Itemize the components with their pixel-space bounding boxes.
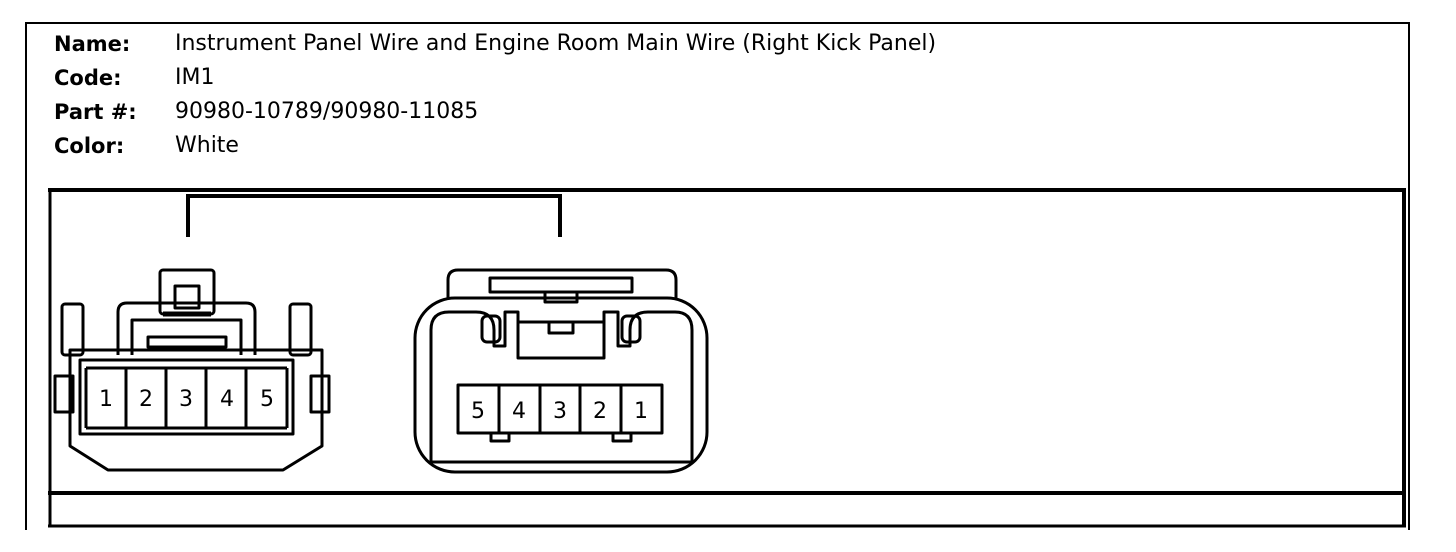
code-label: Code: — [54, 66, 122, 90]
right-connector — [413, 268, 709, 474]
left-pin-5-label: 5 — [260, 387, 274, 412]
right-connector-window-right — [620, 314, 642, 344]
right-connector-shell — [413, 296, 709, 474]
right-pin-3-label: 3 — [553, 399, 567, 424]
frame-left-border — [25, 22, 27, 530]
left-connector-latch-window — [173, 284, 201, 310]
left-pin-4-label: 4 — [220, 387, 234, 412]
part-number-value: 90980-10789/90980-11085 — [175, 99, 479, 124]
right-connector-key-right — [611, 431, 633, 443]
right-pin-4-label: 4 — [512, 399, 526, 424]
left-connector-pin-labels: 1 2 3 4 5 — [99, 387, 274, 412]
right-connector-window-left — [480, 314, 502, 344]
frame-right-border — [1408, 22, 1410, 530]
pairing-bracket — [186, 194, 562, 237]
right-pin-5-label: 5 — [471, 399, 485, 424]
left-pin-3-label: 3 — [179, 387, 193, 412]
left-connector-side-guide-right — [288, 302, 313, 357]
frame-top-border — [25, 22, 1410, 24]
right-connector-pin-housing — [456, 383, 664, 435]
right-pin-2-label: 2 — [593, 399, 607, 424]
right-connector-key-left — [489, 431, 511, 443]
left-connector-body — [68, 348, 324, 472]
right-pin-1-label: 1 — [634, 399, 648, 424]
part-number-label: Part #: — [54, 100, 137, 124]
color-value: White — [175, 133, 239, 158]
left-pin-2-label: 2 — [139, 387, 153, 412]
right-connector-pin-labels: 5 4 3 2 1 — [471, 399, 648, 424]
left-pin-1-label: 1 — [99, 387, 113, 412]
name-value: Instrument Panel Wire and Engine Room Ma… — [175, 31, 937, 56]
right-connector-cap — [446, 268, 678, 298]
name-label: Name: — [54, 32, 131, 56]
left-connector — [53, 268, 331, 472]
left-connector-pin-housing — [78, 358, 295, 436]
diagram-frame — [48, 188, 1406, 528]
left-connector-side-guide-left — [60, 302, 85, 357]
left-connector-shoulder — [116, 301, 257, 355]
left-connector-tab-left — [53, 374, 75, 414]
code-value: IM1 — [175, 65, 215, 90]
right-connector-inner-face — [429, 310, 694, 464]
left-connector-tab-right — [309, 374, 331, 414]
color-label: Color: — [54, 134, 125, 158]
